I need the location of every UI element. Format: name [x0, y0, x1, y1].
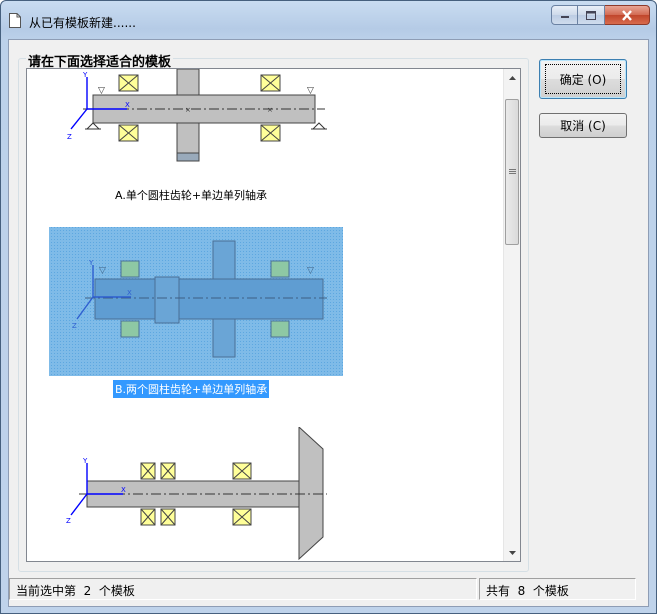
arrow-up-icon	[508, 75, 516, 80]
svg-text:▽: ▽	[98, 86, 105, 96]
maximize-icon	[586, 10, 596, 20]
template-c-diagram: Y X Z	[66, 427, 327, 561]
group-title: 请在下面选择适合的模板	[26, 51, 174, 70]
template-label-b: B.两个圆柱齿轮+单边单列轴承	[113, 380, 270, 398]
template-item-b[interactable]: ▽ ▽ Y X Z B.两个圆柱齿轮+单边单列轴承	[27, 227, 505, 398]
svg-text:×: ×	[267, 106, 273, 114]
maximize-button[interactable]	[578, 5, 605, 25]
svg-text:Y: Y	[88, 259, 94, 267]
template-a-diagram: × × ▽ ▽	[67, 69, 327, 162]
status-total: 共有 8 个模板	[479, 578, 636, 600]
template-item-c[interactable]: Y X Z	[27, 427, 505, 561]
svg-text:Y: Y	[82, 457, 88, 465]
status-selected: 当前选中第 2 个模板	[9, 578, 477, 600]
svg-text:▽: ▽	[307, 266, 314, 276]
template-item-a[interactable]: × × ▽ ▽	[27, 69, 505, 219]
template-b-diagram: ▽ ▽ Y X Z	[49, 227, 343, 376]
title-bar[interactable]: 从已有模板新建......	[1, 1, 656, 39]
status-bar: 当前选中第 2 个模板 共有 8 个模板	[9, 578, 648, 606]
axis-z-label: Z	[67, 133, 72, 141]
dialog-client: 请在下面选择适合的模板 × ×	[8, 39, 649, 607]
axis-x-label: X	[125, 101, 130, 109]
svg-text:×: ×	[185, 106, 191, 114]
axis-y-label: Y	[82, 71, 88, 79]
svg-text:Z: Z	[72, 322, 77, 330]
cancel-button-label: 取消 (C)	[560, 119, 606, 133]
svg-text:X: X	[127, 289, 132, 297]
ok-button-label: 确定 (O)	[559, 72, 607, 87]
scroll-down-button[interactable]	[504, 544, 520, 561]
minimize-icon	[560, 16, 569, 18]
cancel-button[interactable]: 取消 (C)	[539, 113, 627, 138]
scroll-up-button[interactable]	[504, 69, 520, 86]
ok-button[interactable]: 确定 (O)	[539, 59, 627, 99]
svg-text:▽: ▽	[307, 86, 314, 96]
window-title: 从已有模板新建......	[29, 16, 136, 30]
minimize-button[interactable]	[551, 5, 578, 25]
close-icon	[622, 9, 632, 21]
svg-text:Z: Z	[66, 517, 71, 525]
caption-buttons	[551, 5, 650, 25]
template-list[interactable]: × × ▽ ▽	[26, 68, 521, 562]
scroll-thumb[interactable]	[505, 99, 519, 245]
document-icon	[9, 13, 21, 28]
template-label-a: A.单个圆柱齿轮+单边单列轴承	[115, 189, 268, 202]
svg-text:▽: ▽	[99, 266, 106, 276]
svg-text:X: X	[121, 486, 126, 494]
close-button[interactable]	[605, 5, 650, 25]
arrow-down-icon	[508, 550, 516, 555]
template-group: 请在下面选择适合的模板 × ×	[18, 51, 529, 572]
vertical-scrollbar[interactable]	[503, 69, 520, 561]
